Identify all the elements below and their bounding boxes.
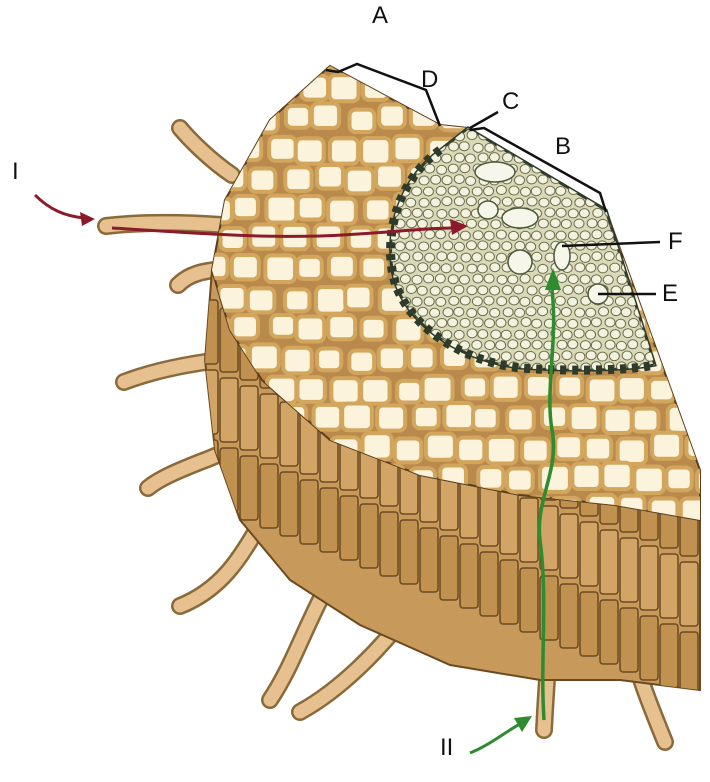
label-B: B: [555, 135, 571, 159]
arrowhead-I-entry: [80, 212, 95, 226]
root-hair: [106, 223, 222, 226]
label-II: II: [440, 736, 453, 760]
label-F: F: [668, 230, 683, 254]
arrowhead-II-entry: [514, 716, 532, 732]
label-D: D: [421, 68, 438, 92]
root-hair: [180, 128, 232, 175]
leader-C: [470, 112, 498, 128]
label-E: E: [662, 282, 678, 306]
label-C: C: [502, 90, 519, 114]
label-A: A: [372, 4, 388, 28]
label-I: I: [12, 160, 19, 184]
root-hair: [270, 600, 320, 700]
